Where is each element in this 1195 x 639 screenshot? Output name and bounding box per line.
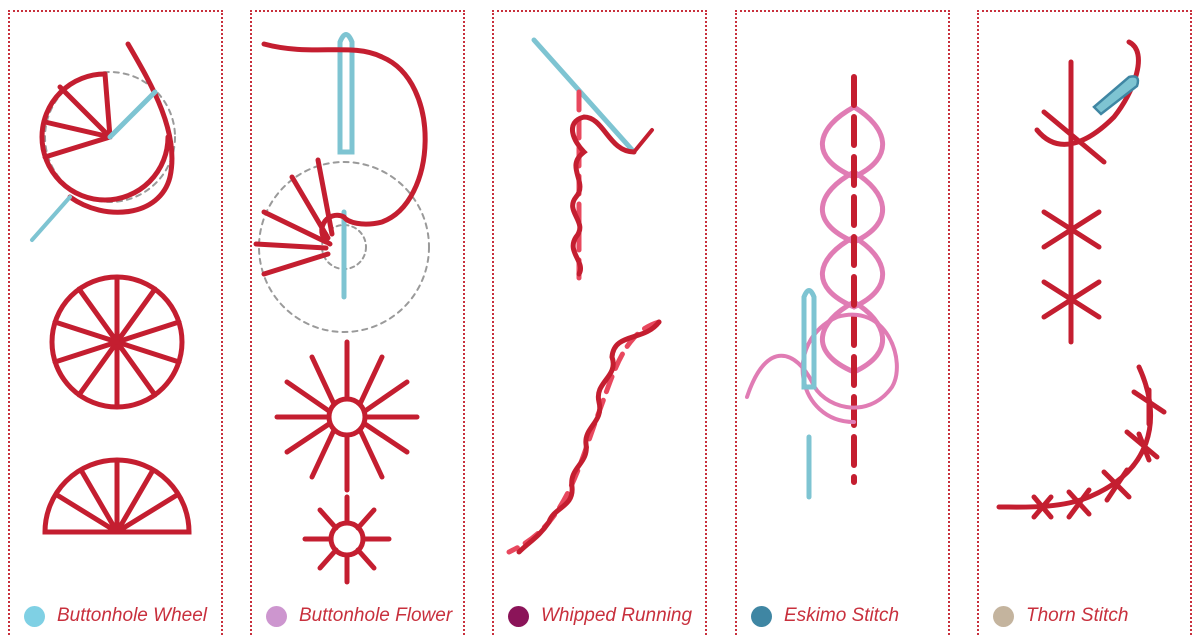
- needle-top: [110, 92, 155, 137]
- thorn-curve: [999, 367, 1151, 507]
- whip-thread-bottom: [519, 322, 659, 552]
- caption: Buttonhole Flower: [252, 601, 463, 631]
- label-buttonhole-flower: Buttonhole Flower: [299, 605, 452, 627]
- label-whipped-running: Whipped Running: [541, 605, 692, 627]
- thread-end: [634, 130, 652, 152]
- panel-eskimo-stitch: Eskimo Stitch: [735, 10, 950, 635]
- needle-bottom: [32, 197, 70, 240]
- legend-dot: [993, 606, 1014, 627]
- spoke: [105, 74, 110, 137]
- panel-thorn-stitch: Thorn Stitch: [977, 10, 1192, 635]
- legend-dot: [508, 606, 529, 627]
- spoke: [45, 137, 110, 157]
- flower-small-petals: [305, 497, 389, 582]
- buttonhole-wheel-illustration: [10, 12, 225, 637]
- legend-dot: [751, 606, 772, 627]
- label-thorn-stitch: Thorn Stitch: [1026, 605, 1128, 627]
- legend-dot: [266, 606, 287, 627]
- panel-buttonhole-flower: Buttonhole Flower: [250, 10, 465, 635]
- caption: Eskimo Stitch: [737, 601, 948, 631]
- eskimo-stitch-illustration: [737, 12, 952, 637]
- label-buttonhole-wheel: Buttonhole Wheel: [57, 605, 207, 627]
- caption: Thorn Stitch: [979, 601, 1190, 631]
- whipped-running-illustration: [494, 12, 709, 637]
- caption: Buttonhole Wheel: [10, 601, 221, 631]
- panel-whipped-running: Whipped Running: [492, 10, 707, 635]
- caption: Whipped Running: [494, 601, 705, 631]
- thorn-cross: [1044, 112, 1104, 162]
- working-thread: [264, 44, 425, 224]
- flower-large-petals: [277, 342, 417, 490]
- needle: [1094, 76, 1138, 114]
- buttonhole-flower-illustration: [252, 12, 467, 637]
- needle: [534, 40, 634, 152]
- panel-buttonhole-wheel: Buttonhole Wheel: [8, 10, 223, 635]
- legend-dot: [24, 606, 45, 627]
- label-eskimo-stitch: Eskimo Stitch: [784, 605, 899, 627]
- thorn-stitch-illustration: [979, 12, 1194, 637]
